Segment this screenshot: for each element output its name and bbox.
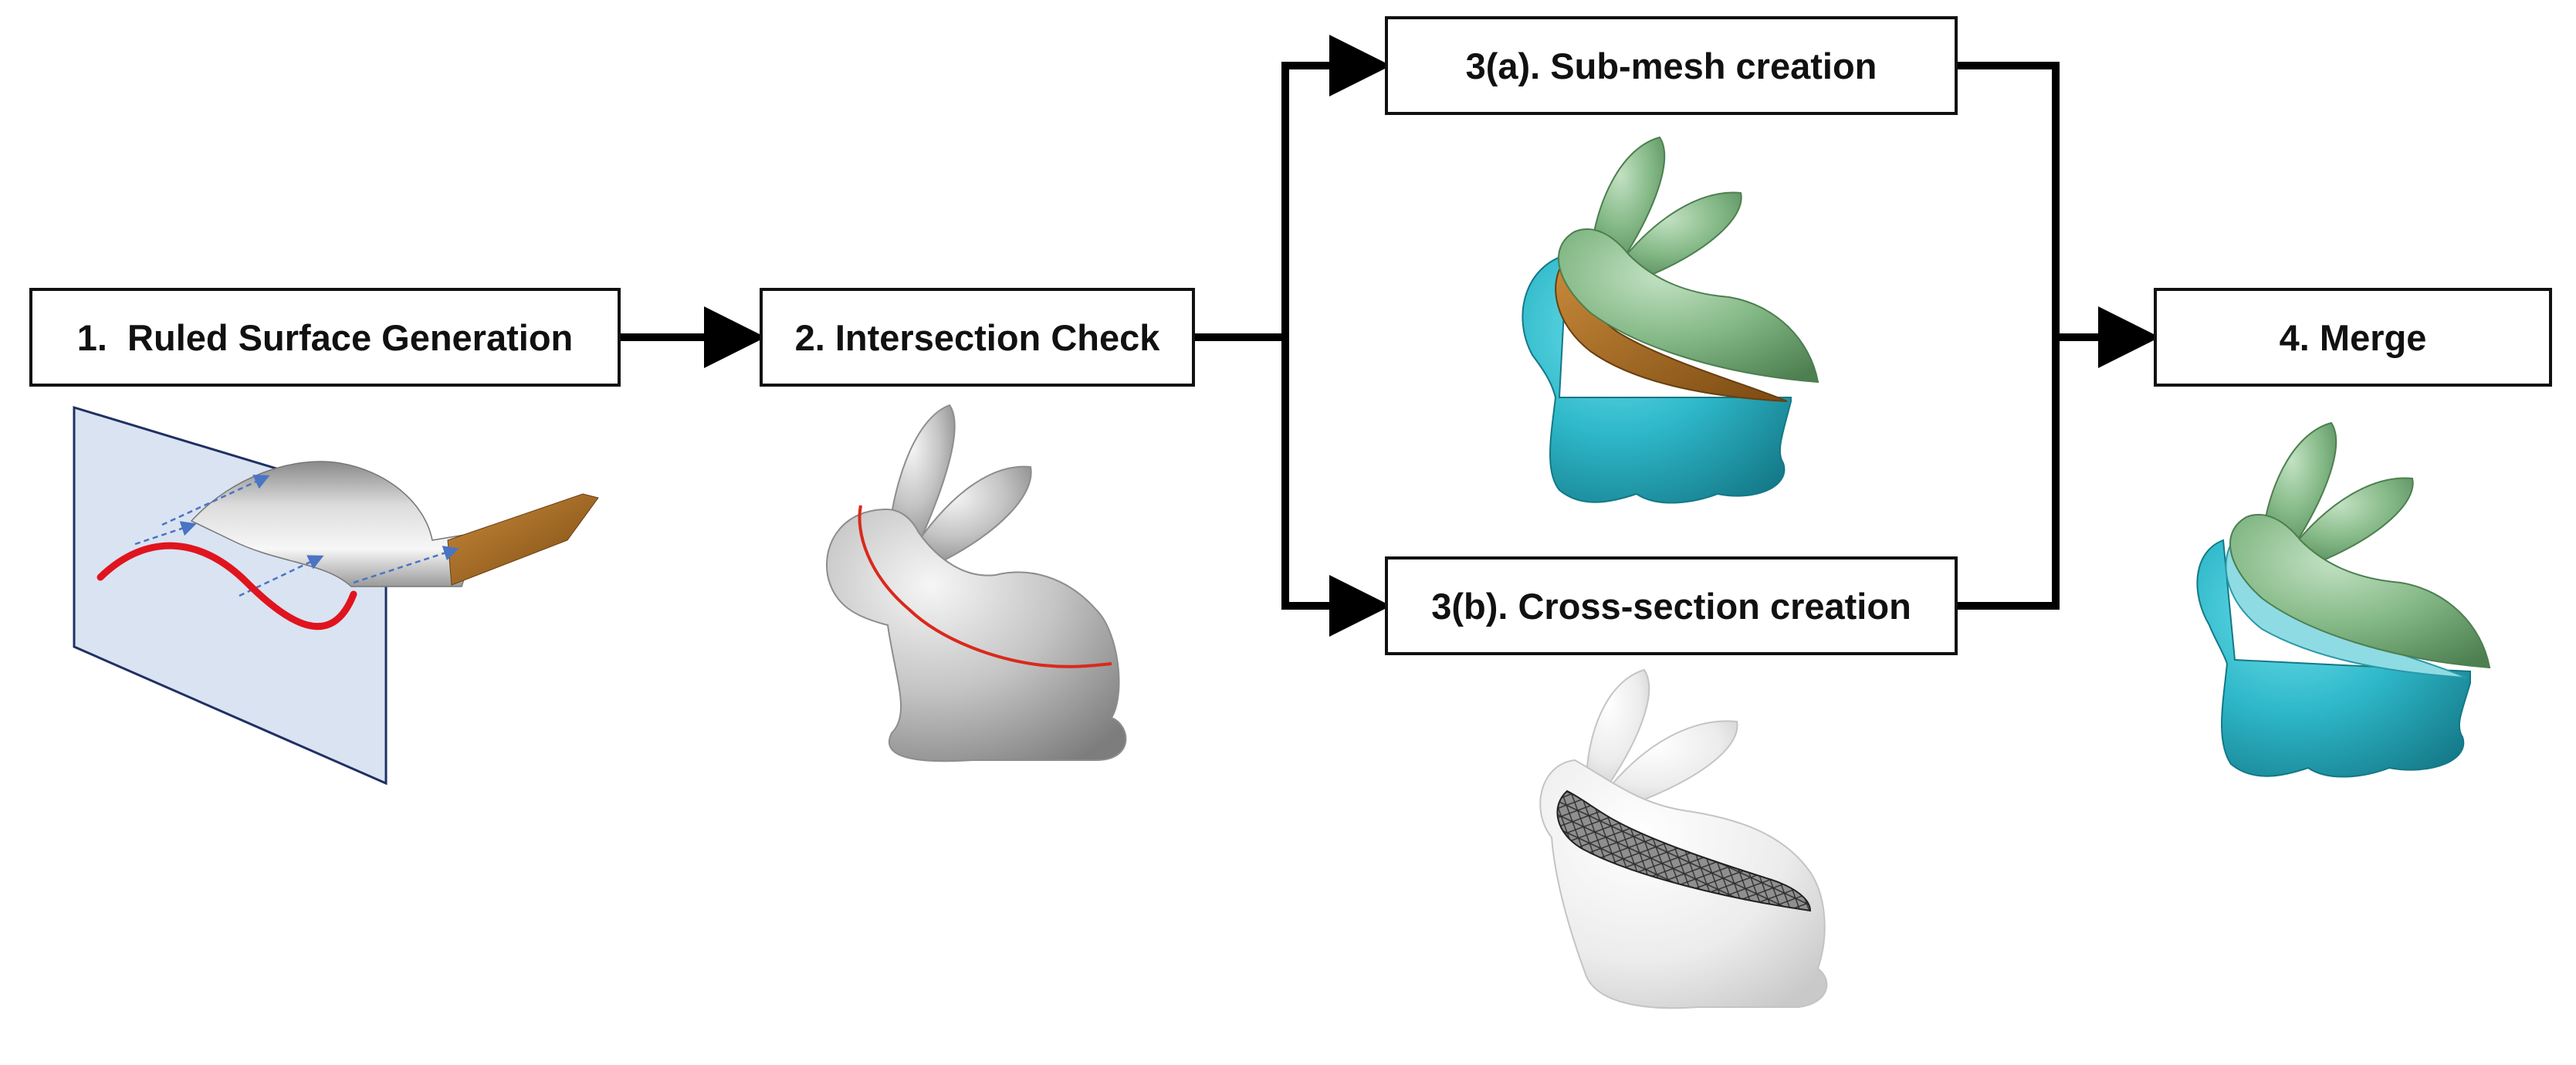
ruling-arrow — [239, 555, 324, 597]
bunny-intersection-illustration — [826, 404, 1127, 762]
green-upper-part — [1558, 136, 1819, 384]
bunny-ear — [1589, 136, 1666, 264]
ruled-sheet-back-face — [447, 493, 599, 586]
step-4-merge: 4. Merge — [2154, 288, 2552, 387]
ruling-arrow — [161, 475, 270, 526]
bunny-ear — [1616, 191, 1742, 279]
bunny-ear — [886, 404, 956, 546]
step-3a-sub-mesh-creation: 3(a). Sub-mesh creation — [1385, 16, 1958, 115]
connector-3a-out — [1958, 62, 2060, 337]
bunny-ear — [909, 465, 1032, 565]
ruling-arrows — [134, 475, 459, 597]
sub-mesh-illustration — [1522, 136, 1819, 504]
merged-illustration — [2196, 421, 2491, 778]
step-label: 2. Intersection Check — [794, 316, 1160, 358]
connector-arrows — [621, 35, 2160, 637]
bunny-body — [826, 508, 1127, 762]
meshed-cross-section — [1556, 789, 1812, 912]
step-label: 3(a). Sub-mesh creation — [1465, 45, 1877, 86]
bunny-ear — [1585, 668, 1650, 785]
cyan-lower-part — [1522, 253, 1792, 504]
ruling-arrow — [134, 521, 197, 546]
bunny-body — [2229, 513, 2491, 669]
step-3b-cross-section-creation: 3(b). Cross-section creation — [1385, 556, 1958, 655]
gray-bunny — [826, 404, 1127, 762]
step-2-intersection-check: 2. Intersection Check — [760, 288, 1195, 387]
green-upper-part — [2229, 421, 2491, 669]
step-label: 1. Ruled Surface Generation — [76, 316, 574, 358]
cyan-lower-part — [2196, 539, 2471, 778]
bunny-ear — [2260, 421, 2337, 549]
step-1-ruled-surface-generation: 1. Ruled Surface Generation — [29, 288, 621, 387]
connector-3b-out — [1958, 337, 2060, 610]
ruled-surface-illustration — [73, 405, 599, 786]
intersection-curve — [858, 505, 1112, 668]
cross-section-illustration — [1539, 668, 1828, 1009]
ruled-sheet — [190, 461, 480, 587]
bunny-ear — [1608, 720, 1738, 804]
bunny-body — [1558, 228, 1819, 384]
bunny-ear — [2287, 477, 2414, 565]
step-label: 4. Merge — [2279, 316, 2427, 358]
step-label: 3(b). Cross-section creation — [1431, 585, 1911, 627]
red-curve — [96, 542, 357, 631]
